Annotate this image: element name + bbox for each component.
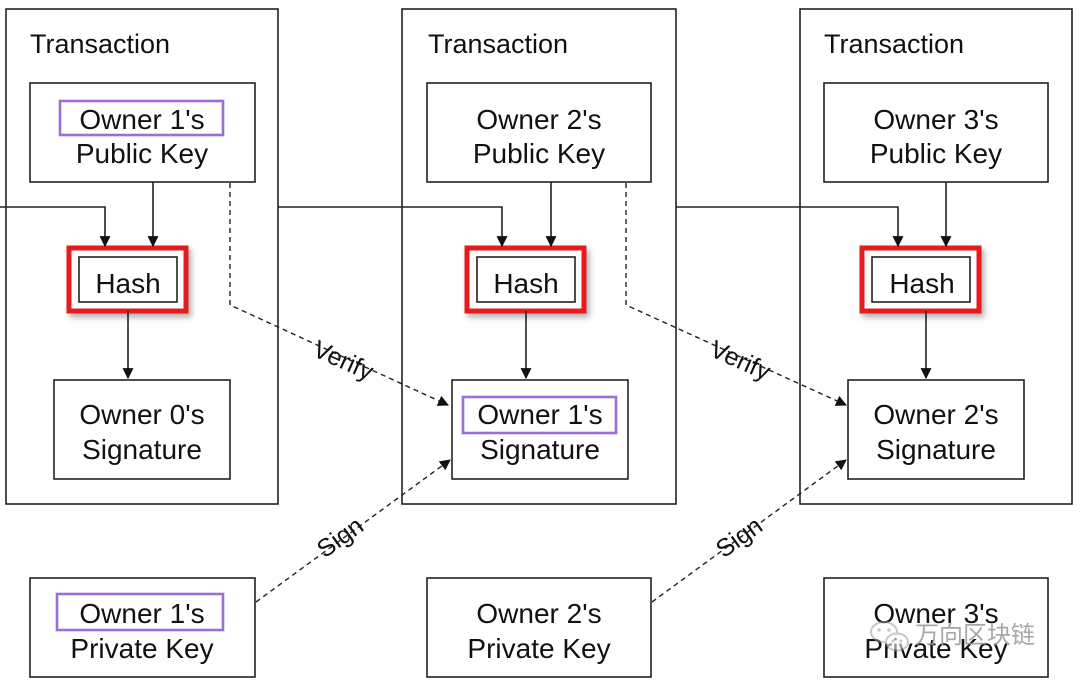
prev-transaction-edge (676, 206, 904, 248)
sign-edge (651, 459, 847, 603)
hash-node: Hash (66, 245, 189, 314)
hash-input-edges (0, 182, 952, 380)
private-key-2: Owner 2's Private Key (426, 577, 652, 678)
transaction-1: Transaction Owner 1's Public Key Hash Ow… (5, 8, 279, 505)
prev-transaction-edge (278, 206, 508, 248)
signature-owner: Owner 2's (873, 399, 998, 430)
private-key-owner: Owner 2's (476, 598, 601, 629)
transaction-title: Transaction (30, 29, 170, 59)
public-key-box (426, 82, 652, 183)
private-key-box (823, 577, 1049, 678)
hash-node: Hash (859, 245, 982, 314)
private-key-owner: Owner 3's (873, 598, 998, 629)
owner-highlight (55, 592, 225, 632)
private-key-label: Private Key (467, 633, 610, 664)
public-key-label: Public Key (473, 138, 605, 169)
verify-label: Verify (309, 335, 378, 386)
public-key-box (823, 82, 1049, 183)
hash-label: Hash (493, 268, 558, 299)
verify-label: Verify (706, 335, 775, 386)
private-key-box (426, 577, 652, 678)
private-key-1: Owner 1's Private Key (29, 577, 256, 678)
wechat-icon (870, 621, 909, 652)
prev-transaction-edge (0, 206, 111, 248)
transaction-title: Transaction (428, 29, 568, 59)
hash-label: Hash (889, 268, 954, 299)
public-key-owner: Owner 1's (79, 104, 204, 135)
sign-edge (255, 459, 451, 603)
signature-owner: Owner 0's (79, 399, 204, 430)
hash-label: Hash (95, 268, 160, 299)
sign-label: Sign (312, 511, 369, 563)
public-key-box (29, 82, 256, 183)
private-key-3: Owner 3's Private Key (823, 577, 1049, 678)
signature-label: Signature (876, 434, 996, 465)
public-key-owner: Owner 3's (873, 104, 998, 135)
watermark-text: 万向区块链 (915, 621, 1035, 649)
owner-highlight (461, 395, 618, 435)
private-key-owner: Owner 1's (79, 598, 204, 629)
verify-edge (229, 183, 449, 406)
signature-label: Signature (82, 434, 202, 465)
signature-box (847, 379, 1025, 480)
transaction-3: Transaction Owner 3's Public Key Hash Ow… (799, 8, 1073, 505)
sign-label: Sign (711, 511, 768, 563)
hash-node: Hash (464, 245, 587, 314)
signature-box (53, 379, 231, 480)
private-key-label: Private Key (70, 633, 213, 664)
watermark: 万向区块链 (870, 621, 1035, 652)
signature-owner: Owner 1's (477, 399, 602, 430)
transaction-title: Transaction (824, 29, 964, 59)
transaction-2: Transaction Owner 2's Public Key Hash Ow… (401, 8, 677, 505)
public-key-owner: Owner 2's (476, 104, 601, 135)
public-key-label: Public Key (870, 138, 1002, 169)
public-key-label: Public Key (76, 138, 208, 169)
signature-label: Signature (480, 434, 600, 465)
owner-highlight (58, 99, 225, 137)
verify-edge (625, 183, 848, 406)
